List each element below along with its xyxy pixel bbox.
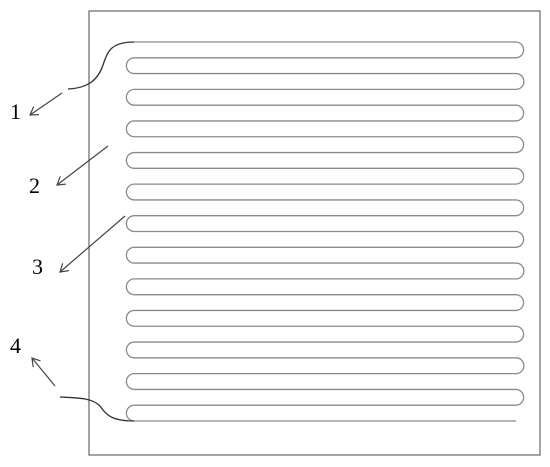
tube-path <box>125 41 525 422</box>
serpentine-tube <box>125 41 525 422</box>
inlet-curve <box>67 41 135 90</box>
callout-label-1: 1 <box>10 99 21 124</box>
outer-frame <box>88 10 541 456</box>
callout-arrow-1 <box>30 92 63 115</box>
callout-label-3: 3 <box>32 254 43 279</box>
callout-label-4: 4 <box>10 333 21 358</box>
outlet-curve <box>59 396 135 422</box>
callout-arrow-2 <box>57 145 109 185</box>
callout-label-2: 2 <box>29 173 40 198</box>
callout-arrow-3 <box>60 215 126 272</box>
callout-arrow-4 <box>32 358 56 387</box>
